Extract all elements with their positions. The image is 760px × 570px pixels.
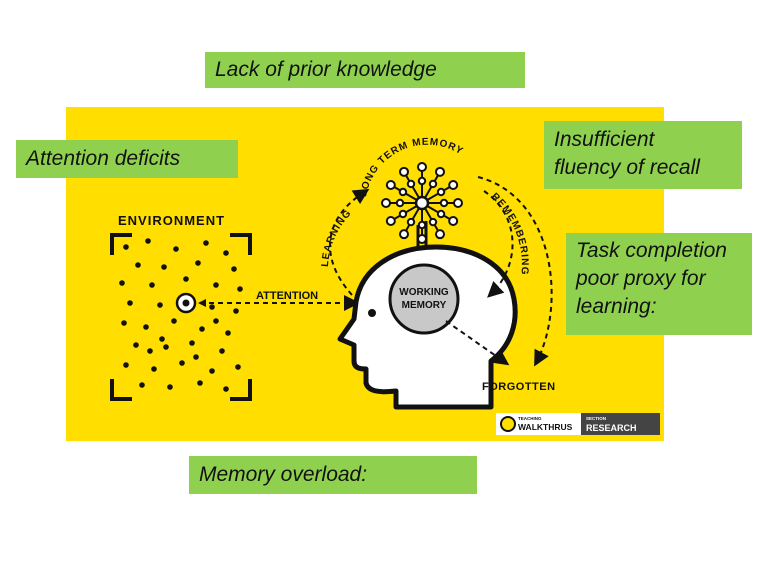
stimulus-dot	[213, 318, 219, 324]
note-memory-overload: Memory overload:	[189, 456, 477, 494]
working-memory-label-1: WORKING	[399, 287, 449, 298]
ltm-node	[428, 217, 438, 227]
ltm-forgotten-arrow	[477, 176, 553, 367]
stimulus-dot	[167, 384, 173, 390]
ltm-node	[448, 216, 459, 226]
stimulus-dot	[195, 260, 201, 266]
teaching-walkthrus-logo: TEACHING WALKTHRUS SECTION RESEARCH	[496, 413, 660, 435]
stimulus-dot	[189, 340, 195, 346]
stimulus-dot	[139, 382, 145, 388]
stimulus-dot	[203, 240, 209, 246]
stimulus-dot	[237, 286, 243, 292]
ltm-node	[399, 229, 409, 240]
working-memory-label-2: MEMORY	[402, 300, 447, 311]
ltm-node	[399, 166, 409, 177]
stimulus-dot	[127, 300, 133, 306]
stimulus-dot	[161, 264, 167, 270]
note-task-completion: Task completion poor proxy for learning:	[566, 233, 752, 335]
svg-text:WALKTHRUS: WALKTHRUS	[518, 422, 573, 432]
learning-label: LEARNING	[320, 208, 354, 268]
stimulus-dot	[197, 380, 203, 386]
long-term-memory-network-icon	[381, 162, 463, 244]
note-prior-knowledge: Lack of prior knowledge	[205, 52, 525, 88]
attention-target-icon	[175, 292, 197, 314]
stimulus-dot	[199, 326, 205, 332]
environment-label: ENVIRONMENT	[118, 213, 225, 228]
ltm-node	[435, 229, 445, 240]
stimulus-dot	[233, 308, 239, 314]
stimulus-dot	[209, 368, 215, 374]
environment-stimuli	[119, 238, 243, 392]
ltm-node	[385, 180, 396, 190]
ltm-node	[417, 162, 427, 172]
head-eye	[368, 309, 376, 317]
stimulus-dot	[157, 302, 163, 308]
stimulus-dot	[147, 348, 153, 354]
ltm-node	[428, 179, 438, 189]
learning-arrow	[329, 188, 370, 296]
stimulus-dot	[123, 244, 129, 250]
stimulus-dot	[183, 276, 189, 282]
stimulus-dot	[149, 282, 155, 288]
stimulus-dot	[223, 386, 229, 392]
environment-frame	[110, 233, 252, 401]
attention-label: ATTENTION	[256, 290, 318, 302]
ltm-node	[417, 176, 427, 186]
stimulus-dot	[151, 366, 157, 372]
stimulus-dot	[163, 344, 169, 350]
svg-text:RESEARCH: RESEARCH	[586, 423, 637, 433]
working-memory-circle	[388, 263, 460, 335]
ltm-node	[448, 180, 459, 190]
stimulus-dot	[235, 364, 241, 370]
ltm-node	[436, 209, 446, 219]
note-fluency-of-recall: Insufficient fluency of recall	[544, 121, 742, 189]
ltm-node	[439, 198, 449, 208]
stimulus-dot	[223, 250, 229, 256]
stimulus-dot	[219, 348, 225, 354]
stimulus-dot	[209, 304, 215, 310]
stimulus-dot	[171, 318, 177, 324]
ltm-node	[398, 209, 408, 219]
ltm-node	[436, 187, 446, 197]
ltm-node	[381, 198, 391, 208]
svg-text:TEACHING: TEACHING	[518, 416, 542, 421]
stimulus-dot	[135, 262, 141, 268]
stimulus-dot	[193, 354, 199, 360]
ltm-node	[395, 198, 405, 208]
svg-text:SECTION: SECTION	[586, 416, 606, 421]
stimulus-dot	[213, 282, 219, 288]
ltm-node	[435, 166, 445, 177]
ltm-node	[453, 198, 463, 208]
stimulus-dot	[133, 342, 139, 348]
stimulus-dot	[159, 336, 165, 342]
ltm-node	[385, 216, 396, 226]
attention-arrow-back	[198, 299, 206, 307]
stimulus-dot	[121, 320, 127, 326]
forgotten-label: FORGOTTEN	[482, 381, 556, 393]
stimulus-dot	[123, 362, 129, 368]
ltm-node	[406, 179, 416, 189]
stimulus-dot	[231, 266, 237, 272]
ltm-node	[398, 187, 408, 197]
ltm-node	[417, 234, 427, 244]
long-term-memory-label: LONG TERM MEMORY	[358, 137, 465, 198]
ltm-node	[417, 220, 427, 230]
stimulus-dot	[179, 360, 185, 366]
stimulus-dot	[173, 246, 179, 252]
note-attention-deficits: Attention deficits	[16, 140, 238, 178]
stimulus-dot	[225, 330, 231, 336]
ltm-node	[406, 217, 416, 227]
stimulus-dot	[143, 324, 149, 330]
wm-forgotten-arrow	[445, 320, 510, 366]
memory-model-diagram: ENVIRONMENT ATTENTION WORKING MEMORY	[110, 137, 660, 435]
stimulus-dot	[119, 280, 125, 286]
stimulus-dot	[145, 238, 151, 244]
